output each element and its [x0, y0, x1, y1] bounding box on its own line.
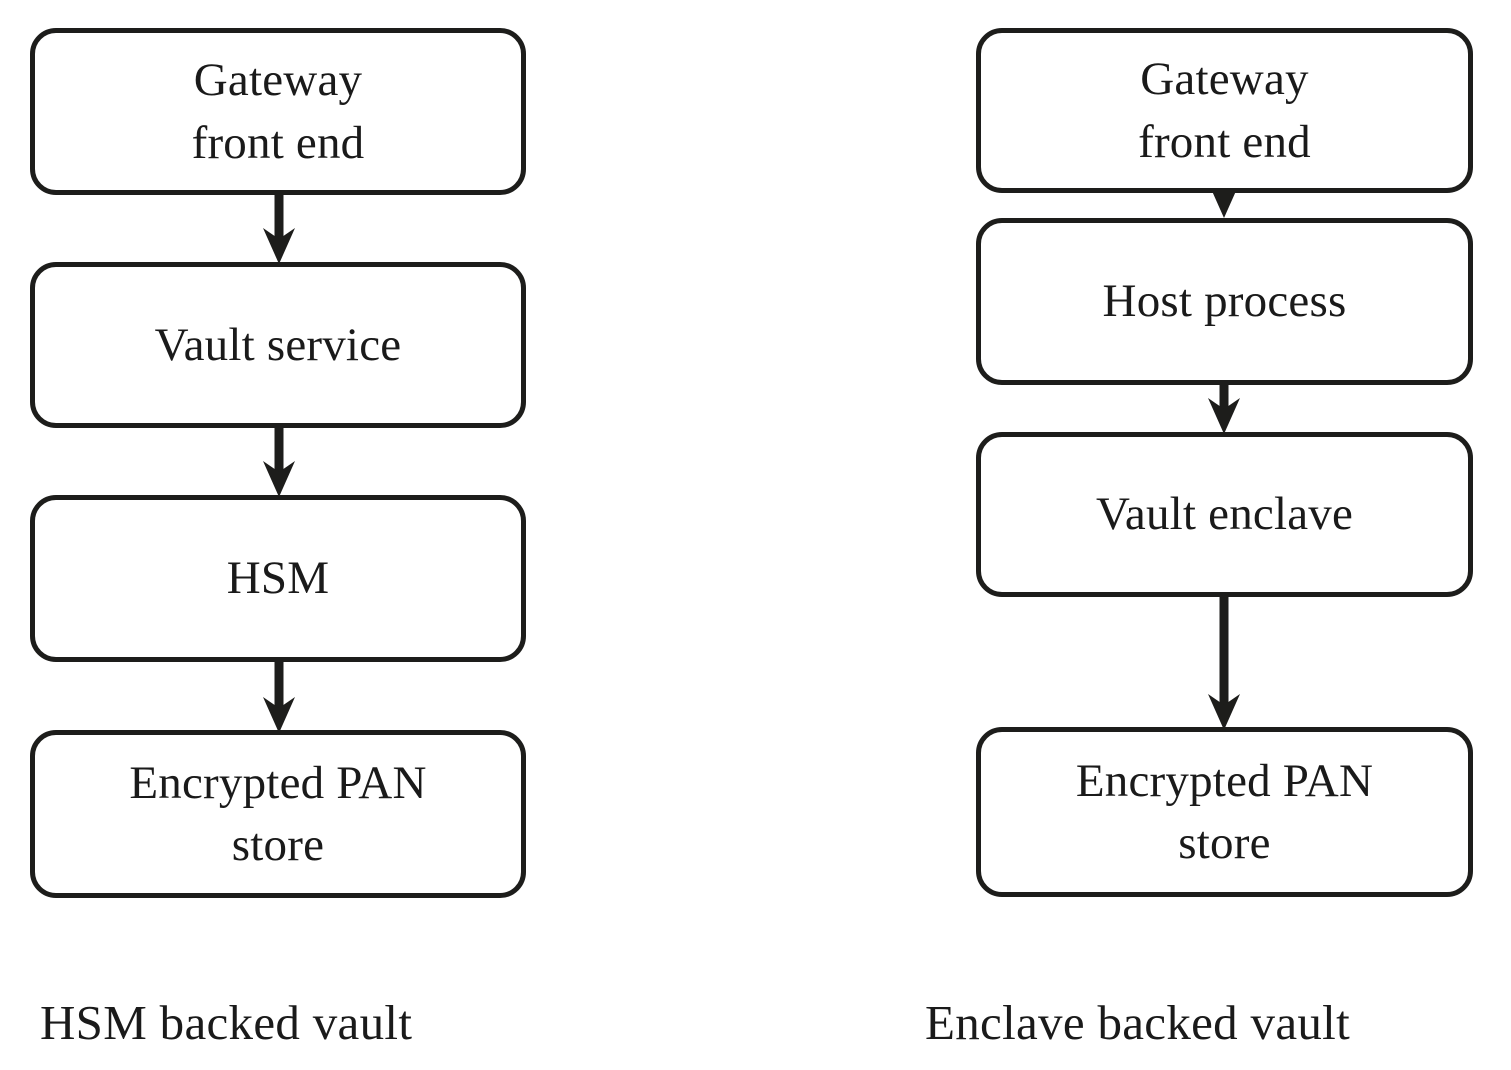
caption-hsm-backed-vault: HSM backed vault [40, 995, 413, 1050]
node-vault-enclave[interactable]: Vault enclave [976, 432, 1473, 597]
node-encrypted-pan-store-right[interactable]: Encrypted PAN store [976, 727, 1473, 897]
node-label: Host process [1102, 275, 1347, 328]
node-host-process[interactable]: Host process [976, 218, 1473, 385]
node-hsm[interactable]: HSM [30, 495, 526, 662]
node-encrypted-pan-store-left[interactable]: Encrypted PAN store [30, 730, 526, 898]
arrow-hsm-to-encrypted-pan-store [262, 657, 296, 735]
arrow-host-process-to-vault-enclave [1207, 380, 1241, 436]
node-label: Gateway front end [1138, 53, 1311, 168]
arrow-gateway-to-vault-service [262, 190, 296, 266]
caption-enclave-backed-vault: Enclave backed vault [925, 995, 1351, 1050]
arrow-vault-enclave-to-encrypted-pan-store [1207, 592, 1241, 732]
node-label: HSM [226, 552, 330, 605]
node-label: Vault enclave [1095, 488, 1354, 541]
node-gateway-front-end-right[interactable]: Gateway front end [976, 28, 1473, 193]
node-label: Gateway front end [191, 54, 365, 169]
node-vault-service[interactable]: Vault service [30, 262, 526, 428]
node-label: Vault service [154, 318, 402, 371]
node-label: Encrypted PAN store [129, 756, 427, 871]
node-label: Encrypted PAN store [1075, 754, 1374, 869]
arrow-vault-service-to-hsm [262, 423, 296, 499]
node-gateway-front-end-left[interactable]: Gateway front end [30, 28, 526, 195]
